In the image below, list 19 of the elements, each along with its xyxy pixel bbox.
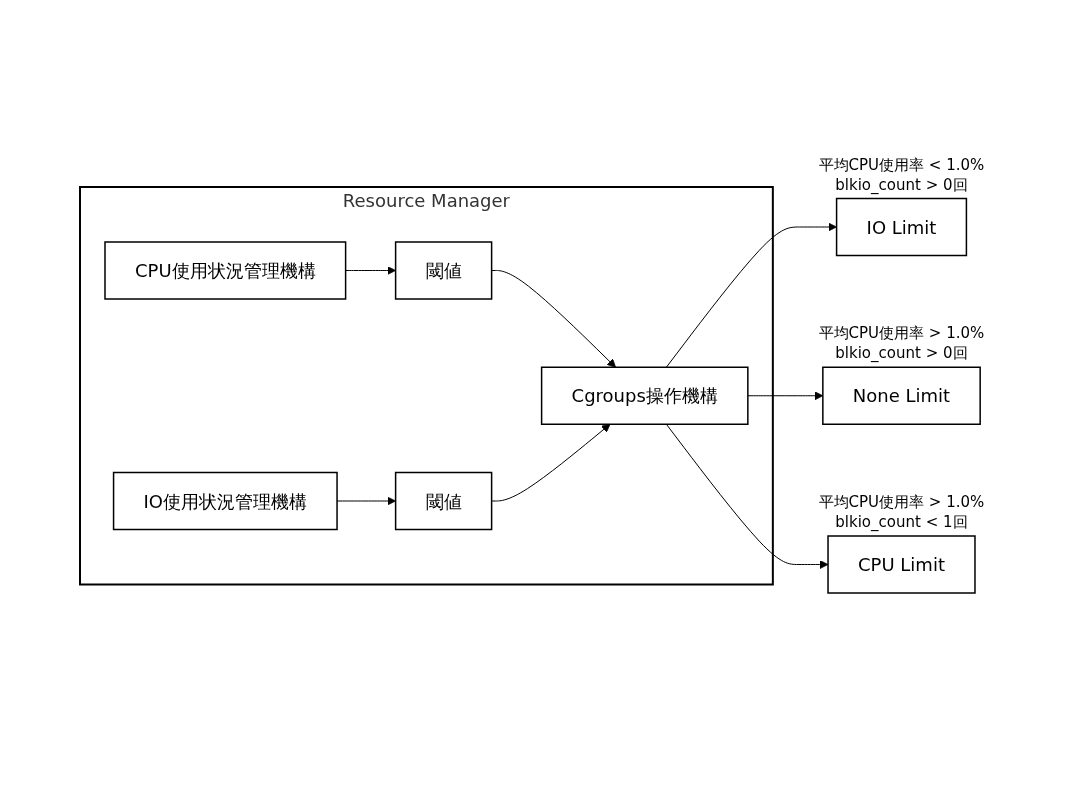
node-box: 閾値 bbox=[394, 241, 493, 300]
arrow bbox=[336, 496, 396, 506]
arrow bbox=[491, 270, 616, 368]
condition-text: blkio_count > 0回 bbox=[835, 343, 968, 364]
node-box: 閾値 bbox=[394, 471, 493, 531]
node-box: CPU Limit bbox=[827, 535, 976, 594]
node-box: None Limit bbox=[822, 366, 981, 425]
arrow bbox=[491, 423, 611, 502]
arrow bbox=[665, 222, 837, 368]
condition-text: 平均CPU使用率 < 1.0% bbox=[818, 154, 985, 175]
condition-text: 平均CPU使用率 > 1.0% bbox=[818, 323, 985, 344]
node-box: IO使用状況管理機構 bbox=[112, 471, 338, 531]
condition-text: blkio_count < 1回 bbox=[835, 512, 968, 532]
node-box: CPU使用状況管理機構 bbox=[104, 241, 347, 300]
condition-text: 平均CPU使用率 > 1.0% bbox=[818, 492, 985, 512]
arrow bbox=[345, 266, 396, 275]
node-box: IO Limit bbox=[835, 197, 968, 257]
node-box: Cgroups操作機構 bbox=[540, 366, 749, 425]
condition-text: blkio_count > 0回 bbox=[835, 174, 968, 195]
